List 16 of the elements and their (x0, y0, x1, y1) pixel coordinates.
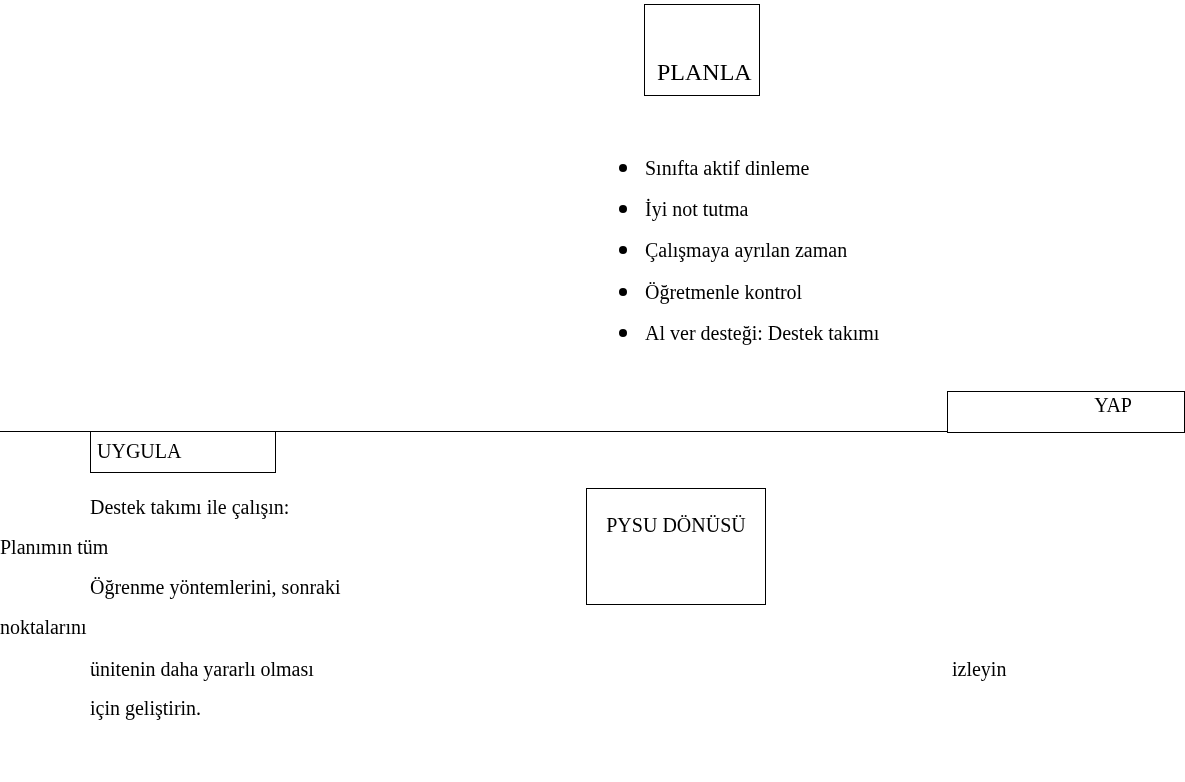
text-line: izleyin (952, 657, 1007, 681)
list-item: Al ver desteği: Destek takımı (645, 321, 880, 345)
text-line: ünitenin daha yararlı olması (90, 657, 314, 681)
list-item: Sınıfta aktif dinleme (645, 156, 810, 180)
cycle-box: PYSU DÖNÜSÜ (586, 488, 766, 605)
text-line: Planımın tüm (0, 535, 109, 559)
plan-box: PLANLA (644, 4, 760, 96)
list-item: Öğretmenle kontrol (645, 280, 803, 304)
do-box: YAP (947, 391, 1185, 433)
text-line: Destek takımı ile çalışın: (90, 495, 290, 519)
text-line: Öğrenme yöntemlerini, sonraki (90, 575, 341, 599)
list-item: İyi not tutma (645, 197, 749, 221)
text-line: için geliştirin. (90, 696, 202, 720)
apply-box: UYGULA (90, 431, 276, 473)
list-item: Çalışmaya ayrılan zaman (645, 238, 848, 262)
text-line: noktalarını (0, 615, 87, 639)
